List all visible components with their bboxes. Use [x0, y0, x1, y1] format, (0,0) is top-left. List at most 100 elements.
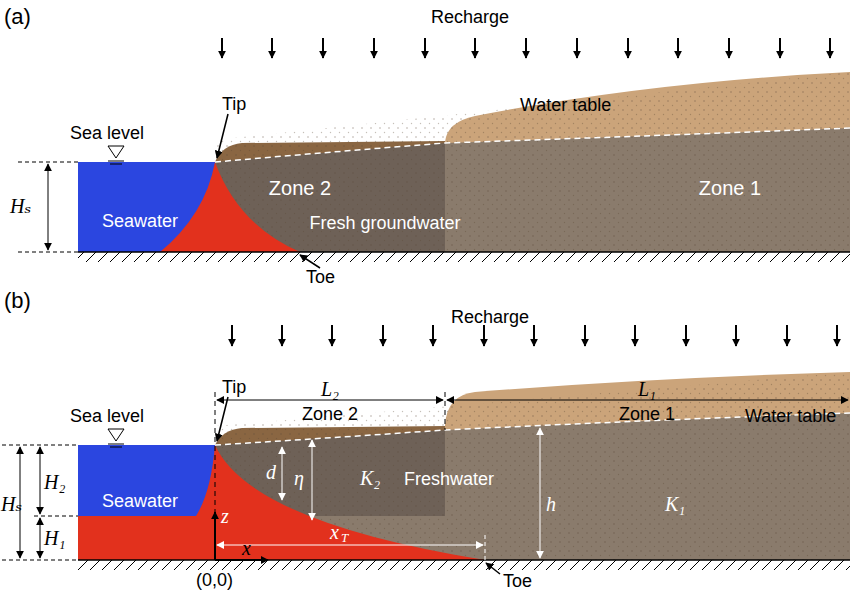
recharge-arrow [331, 325, 333, 346]
dimension-arrow [40, 518, 41, 558]
sea-water-body [78, 445, 215, 516]
figure-label: Zone 2 [269, 178, 331, 198]
sea-level-symbol [108, 161, 124, 162]
recharge-arrow [685, 325, 687, 346]
figure-label: Zone 1 [699, 178, 761, 198]
dimension-tick [34, 516, 78, 517]
sea-level-symbol [110, 164, 122, 165]
reference-line [445, 392, 446, 430]
figure-label: (0,0) [196, 571, 233, 589]
dimension-arrow [217, 400, 443, 401]
axis-arrow [214, 512, 216, 560]
figure-label: x [242, 538, 251, 558]
figure-label: T [341, 531, 348, 544]
dimension-tick [2, 445, 78, 446]
leader-arrow [217, 397, 228, 441]
figure-label: Water table [520, 96, 611, 114]
recharge-arrow [576, 38, 578, 58]
recharge-arrow [221, 38, 223, 58]
recharge-arrow [836, 325, 838, 346]
reference-line [215, 392, 216, 560]
recharge-arrows [232, 325, 837, 346]
sea-level-symbol [108, 146, 124, 158]
recharge-arrow [677, 38, 679, 58]
recharge-arrow [474, 38, 476, 58]
figure-label: d [266, 462, 276, 482]
figure-label: Toe [503, 572, 532, 590]
figure-label: H₂ [44, 472, 65, 492]
dimension-tick [18, 252, 78, 253]
figure-label: z [221, 506, 229, 526]
saltwater-wedge [160, 162, 300, 252]
recharge-arrow [231, 325, 233, 346]
recharge-arrow [779, 38, 781, 58]
figure-label: Zone 1 [619, 405, 675, 423]
figure-label: Seawater [102, 492, 178, 510]
figure-label: K₂ [360, 468, 380, 488]
recharge-arrow [735, 325, 737, 346]
dimension-tick [18, 162, 78, 163]
figure-label: K₁ [665, 494, 685, 514]
figure-label: (a) [4, 6, 31, 28]
recharge-arrow [525, 38, 527, 58]
dimension-arrow [40, 447, 41, 514]
figure-label: Tip [222, 95, 246, 113]
recharge-arrows [222, 38, 830, 58]
figure-label: Hₛ [10, 196, 31, 216]
figure-label: Recharge [431, 8, 509, 26]
recharge-arrow [281, 325, 283, 346]
sand-texture [215, 72, 850, 252]
sea-level-symbol [110, 447, 122, 448]
base-line [78, 559, 850, 561]
dimension-arrow [447, 400, 848, 401]
figure-label: Hₛ [1, 494, 22, 514]
figure-label: Sea level [70, 407, 144, 425]
dimension-tick [2, 560, 78, 561]
reference-line [485, 535, 486, 560]
figure-label: Sea level [70, 124, 144, 142]
sea-level-symbol [108, 444, 124, 445]
leader-arrow [486, 563, 500, 574]
recharge-arrow [584, 325, 586, 346]
figure-label: Water table [745, 407, 836, 425]
recharge-arrow [786, 325, 788, 346]
figure-label: Toe [306, 268, 335, 286]
saltwater-wedge [78, 445, 485, 560]
recharge-arrow [634, 325, 636, 346]
recharge-arrow [322, 38, 324, 58]
figure-label: L₂ [321, 379, 339, 399]
recharge-arrow [728, 38, 730, 58]
recharge-arrow [373, 38, 375, 58]
figure-label: Recharge [451, 308, 529, 326]
dimension-arrow [540, 428, 541, 558]
dimension-arrow [312, 440, 313, 520]
leader-arrow [217, 114, 228, 158]
figure-label: η [294, 468, 304, 488]
figure-label: Fresh groundwater [309, 214, 460, 232]
recharge-arrow [432, 325, 434, 346]
recharge-arrow [533, 325, 535, 346]
figure-label: h [546, 494, 556, 514]
water-table-line [215, 128, 850, 162]
figure-label: x [330, 522, 339, 542]
figure-label: Zone 2 [302, 405, 358, 423]
figure-label: L₁ [638, 379, 656, 399]
dimension-arrow [282, 447, 283, 500]
dimension-arrow [48, 164, 49, 250]
recharge-arrow [271, 38, 273, 58]
figure-label: Seawater [102, 212, 178, 230]
dimension-arrow [217, 545, 483, 546]
recharge-arrow [483, 325, 485, 346]
recharge-arrow [424, 38, 426, 58]
recharge-arrow [627, 38, 629, 58]
sea-level-symbol [108, 429, 124, 441]
figure-label: (b) [4, 290, 31, 312]
figure-label: H₁ [44, 528, 65, 548]
impermeable-base [78, 560, 850, 570]
figure-label: Freshwater [404, 470, 494, 488]
axis-arrow [215, 559, 268, 561]
impermeable-base [78, 252, 850, 262]
recharge-arrow [829, 38, 831, 58]
leader-arrow [300, 255, 320, 268]
